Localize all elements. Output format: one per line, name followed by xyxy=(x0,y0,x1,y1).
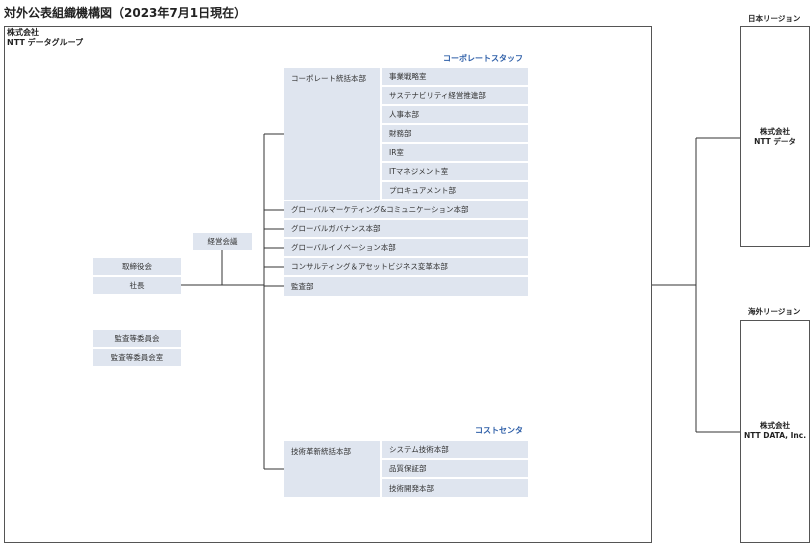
corporate-unit: グローバルガバナンス本部 xyxy=(284,220,528,237)
board-box: 取締役会 xyxy=(93,258,181,275)
cost-center-sub-unit: システム技術本部 xyxy=(382,441,528,458)
corporate-sub-unit: ITマネジメント室 xyxy=(382,163,528,180)
corporate-unit: 監査部 xyxy=(284,277,528,296)
group-company-line2: NTT データグループ xyxy=(7,38,84,47)
corporate-sub-unit: 人事本部 xyxy=(382,106,528,123)
japan-region-frame xyxy=(740,26,810,247)
management-meeting-box: 経営会議 xyxy=(193,233,252,250)
corporate-unit: グローバルイノベーション本部 xyxy=(284,239,528,256)
cost-center-sub-unit: 技術開発本部 xyxy=(382,479,528,497)
corporate-sub-unit: 事業戦略室 xyxy=(382,68,528,85)
corporate-sub-unit: 財務部 xyxy=(382,125,528,142)
corporate-staff-header: コーポレートスタッフ xyxy=(443,54,523,63)
group-company-line1: 株式会社 xyxy=(7,28,39,37)
corporate-head-office-box: コーポレート統括本部 xyxy=(284,68,380,200)
japan-company-line2: NTT データ xyxy=(754,137,796,146)
cost-center-sub-unit: 品質保証部 xyxy=(382,460,528,477)
japan-region-label: 日本リージョン xyxy=(748,14,801,23)
cost-center-head-office-box: 技術革新統括本部 xyxy=(284,441,380,497)
audit-committee-office-box: 監査等委員会室 xyxy=(93,349,181,366)
overseas-region-label: 海外リージョン xyxy=(748,307,801,316)
overseas-company-line2: NTT DATA, Inc. xyxy=(743,431,807,440)
president-box: 社長 xyxy=(93,277,181,294)
corporate-unit: コンサルティング＆アセットビジネス変革本部 xyxy=(284,258,528,275)
corporate-unit: グローバルマーケティング&コミュニケーション本部 xyxy=(284,201,528,218)
overseas-company-line1: 株式会社 xyxy=(760,421,790,430)
corporate-sub-unit: プロキュアメント部 xyxy=(382,182,528,199)
corporate-sub-unit: IR室 xyxy=(382,144,528,161)
page-title: 対外公表組織機構図（2023年7月1日現在） xyxy=(4,6,247,20)
corporate-sub-unit: サステナビリティ経営推進部 xyxy=(382,87,528,104)
japan-company-line1: 株式会社 xyxy=(760,127,790,136)
audit-committee-box: 監査等委員会 xyxy=(93,330,181,347)
cost-center-header: コストセンタ xyxy=(475,426,523,435)
